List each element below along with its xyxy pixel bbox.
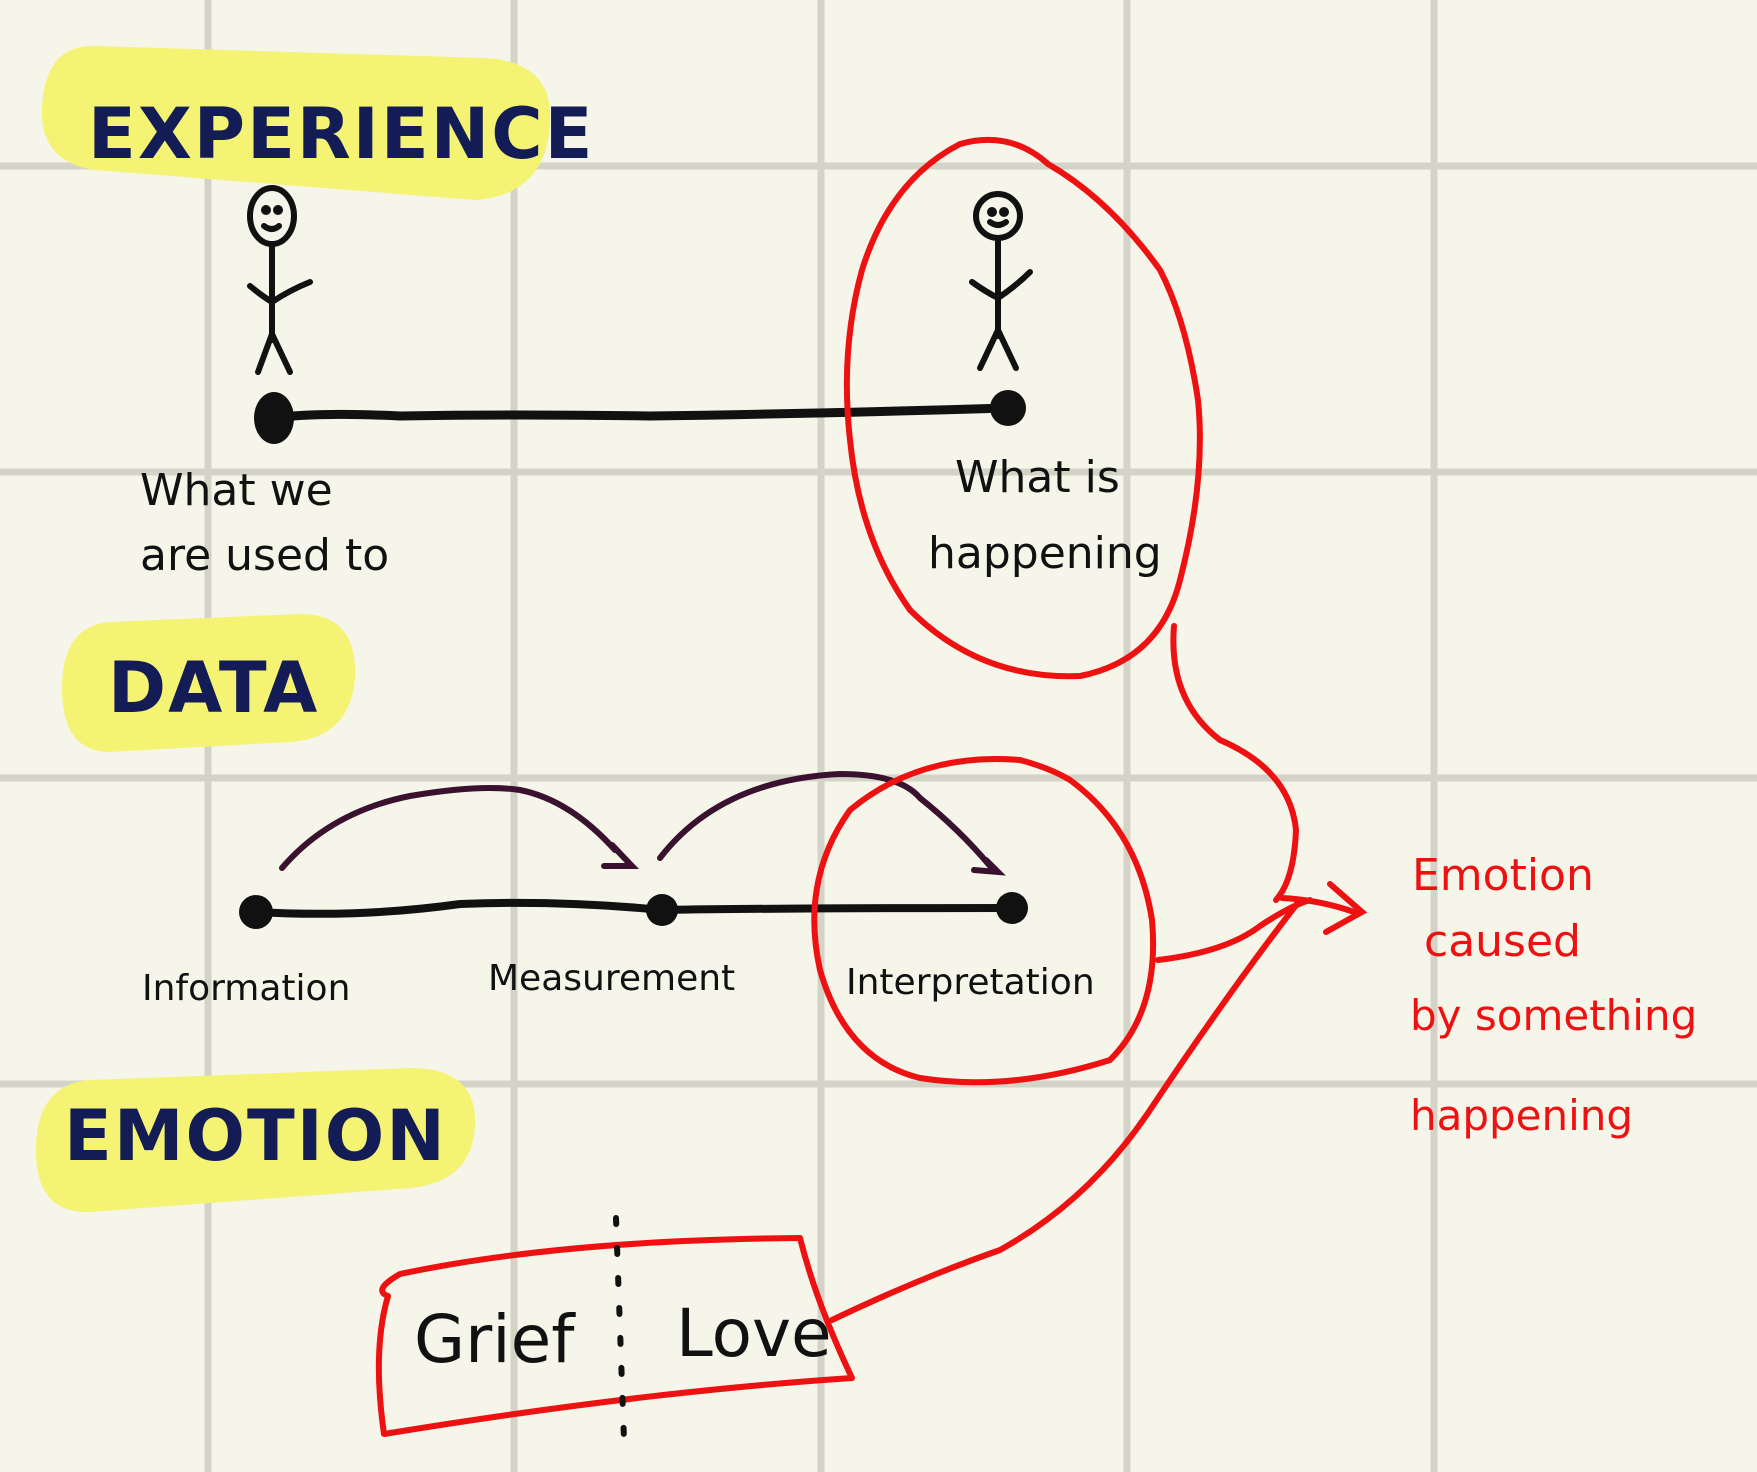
experience-highlight [41, 45, 551, 200]
timeline-node [646, 894, 678, 926]
emotion-section: EMOTION Grief Love [35, 1068, 855, 1443]
annotation-line4: happening [1410, 1091, 1633, 1140]
stick-figure-icon [969, 191, 1033, 371]
stick-figure-icon [247, 185, 313, 375]
arrow-icon [1279, 881, 1368, 935]
connector-line [829, 897, 1303, 1323]
data-node-label: Interpretation [846, 962, 1095, 1003]
emotion-highlight [35, 1068, 476, 1213]
grief-label: Grief [414, 1301, 576, 1378]
data-node-label: Information [142, 968, 350, 1009]
love-label: Love [676, 1295, 832, 1372]
annotation-line3: by something [1410, 991, 1697, 1040]
annotation-line1: Emotion [1412, 850, 1594, 901]
experience-right-label-line2: happening [928, 528, 1162, 579]
connector-line [1170, 623, 1300, 903]
annotation-line2: caused [1424, 916, 1581, 967]
highlight-circle [811, 756, 1157, 1086]
arrow-icon [279, 785, 639, 871]
data-heading: DATA [108, 647, 319, 729]
arrow-icon [657, 770, 1006, 876]
grief-love-box [375, 1235, 855, 1437]
experience-left-label-line2: are used to [140, 530, 389, 581]
annotation-note: Emotion caused by something happening [1410, 850, 1697, 1140]
data-timeline [252, 898, 1016, 918]
highlight-circle [843, 136, 1203, 680]
timeline-node [254, 392, 294, 444]
timeline-node [239, 895, 273, 929]
data-node-label: Measurement [488, 958, 735, 999]
timeline-node [996, 892, 1028, 924]
data-section: DATA Information Measurement Interpretat… [62, 614, 1095, 1009]
data-highlight [62, 614, 356, 752]
experience-right-label-line1: What is [955, 452, 1120, 503]
experience-section: EXPERIENCE What we are use [41, 45, 1162, 581]
experience-left-label-line1: What we [140, 465, 333, 516]
emotion-heading: EMOTION [64, 1095, 447, 1177]
box-divider [613, 1215, 627, 1443]
experience-heading: EXPERIENCE [88, 93, 594, 175]
timeline-node [990, 390, 1026, 426]
red-annotations [811, 136, 1368, 1323]
